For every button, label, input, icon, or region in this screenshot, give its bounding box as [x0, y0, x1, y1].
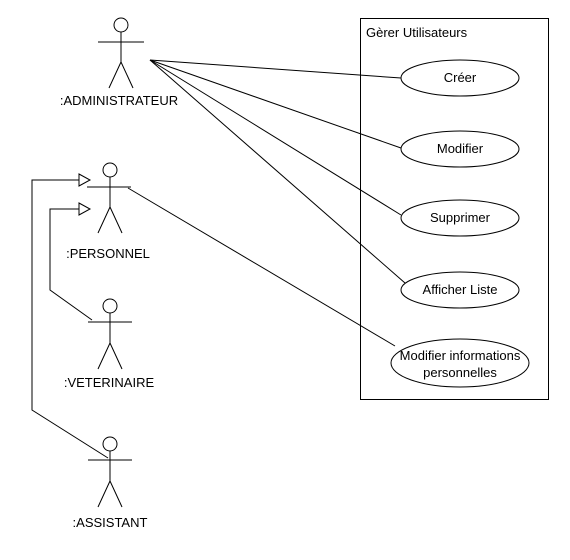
use-case-creer: Créer [400, 59, 520, 97]
use-case-afficher-liste-ellipse [400, 271, 520, 309]
use-case-modifier-infos-label-line1: Modifier informations [400, 348, 521, 363]
generalization-lines [31, 173, 109, 459]
generalization-assistant-personnel [31, 179, 109, 459]
actor-assistant: :ASSISTANT [73, 436, 148, 530]
actor-assistant-label: :ASSISTANT [73, 515, 148, 530]
use-case-creer-ellipse [400, 59, 520, 97]
use-case-supprimer-ellipse [400, 199, 520, 237]
association-admin-creer [149, 59, 402, 79]
use-case-modifier: Modifier [400, 130, 520, 168]
association-admin-supprimer [149, 59, 402, 216]
use-case-modifier-infos-label-line2: personnelles [423, 365, 497, 380]
use-case-modifier-infos: Modifier informations personnelles [390, 338, 530, 388]
actor-veterinaire-label: :VETERINAIRE [64, 375, 155, 390]
association-admin-modifier [149, 59, 402, 149]
association-admin-afficher-liste [149, 59, 406, 284]
association-personnel-modifier-infos [127, 187, 396, 347]
use-case-afficher-liste: Afficher Liste [400, 271, 520, 309]
actor-personnel-label: :PERSONNEL [66, 246, 150, 261]
stick-figure-icon [88, 436, 132, 508]
use-case-creer-label: Créer [444, 70, 477, 85]
generalization-veterinaire-personnel [49, 208, 93, 321]
generalization-arrowhead-veterinaire [78, 202, 92, 216]
generalization-arrowhead-assistant [78, 173, 92, 187]
actor-personnel: :PERSONNEL [66, 162, 150, 261]
stick-figure-icon [98, 17, 144, 89]
association-lines [127, 59, 406, 347]
stick-figure-icon [87, 162, 131, 234]
use-case-supprimer-label: Supprimer [430, 210, 491, 225]
use-case-modifier-infos-ellipse [390, 338, 530, 388]
stick-figure-icon [88, 298, 132, 370]
use-case-afficher-liste-label: Afficher Liste [423, 282, 498, 297]
system-title: Gèrer Utilisateurs [366, 25, 468, 40]
actor-administrateur: :ADMINISTRATEUR [60, 17, 178, 108]
actor-veterinaire: :VETERINAIRE [64, 298, 155, 390]
use-case-modifier-label: Modifier [437, 141, 484, 156]
actor-administrateur-label: :ADMINISTRATEUR [60, 93, 178, 108]
use-case-modifier-ellipse [400, 130, 520, 168]
use-case-supprimer: Supprimer [400, 199, 520, 237]
